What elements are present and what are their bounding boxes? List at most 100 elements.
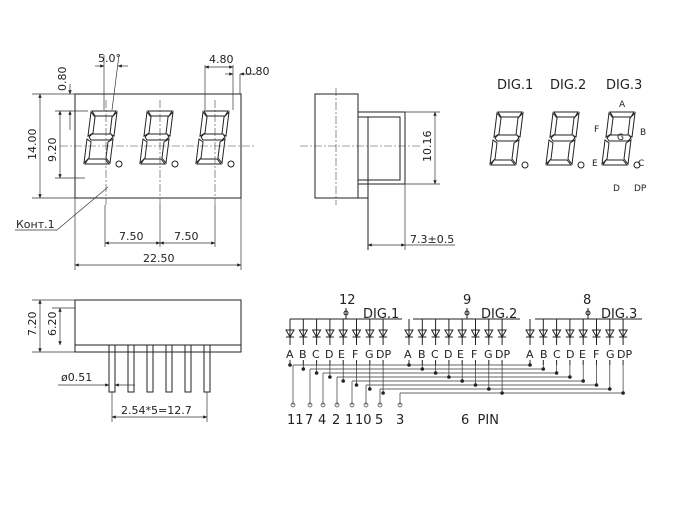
diode-symbol [525,329,535,339]
dim-pitch-1: 7.50 [119,230,144,243]
diode-symbol [470,329,481,339]
diode-symbol [298,329,309,339]
seg-label: DP [617,348,632,361]
seg-label: A [404,348,412,361]
pin-number: 11 [287,413,304,428]
diode-symbol [338,329,349,339]
pin-terminal [307,402,313,408]
bottom-dim-height-body: 6.20 [46,312,59,337]
segment-labels-dig-1: A B C D E F G DP [286,348,391,361]
legend-seg-b: B [640,128,646,138]
seg-label: DP [376,348,391,361]
junction-dot [594,383,599,387]
diode-symbol [565,329,575,339]
front-view: 5.0° 4.80 0.80 14.00 9.20 0.80 Конт.1 [15,52,270,270]
diode-symbol [591,329,602,339]
junction-dot [528,363,532,367]
seg-label: F [352,348,358,361]
circuit-group-label-1: DIG.1 [363,307,399,322]
bottom-dim-pin-diameter: ø0.51 [61,371,92,384]
seg-label: A [286,348,294,361]
bottom-dim-pin-pitch: 2.54*5=12.7 [121,404,192,417]
diode-symbol [618,329,628,339]
front-digit-2 [139,110,179,168]
diode-symbol [457,329,468,339]
front-digit-1 [83,110,123,168]
diode-symbol [444,329,454,339]
pin-number: 3 [396,413,404,428]
pin-number: 10 [355,413,372,428]
segment-labels-dig-2: A B C D E F G DP [404,348,510,361]
diode-symbol [404,329,414,339]
circuit-group-label-2: DIG.2 [481,307,517,322]
diode-symbol [364,329,375,339]
junction-dot [487,387,491,391]
bottom-view: 7.20 6.20 ø0.51 2.54*5=12.7 [26,299,242,422]
seg-label: C [431,348,439,361]
junction-dot [288,363,292,367]
junction-dot [433,371,438,375]
junction-dot [381,391,385,395]
bottom-dim-height-total: 7.20 [26,312,39,337]
junction-dot [621,391,625,395]
legend-seg-dp: DP [634,184,647,194]
seg-label: D [444,348,452,361]
seg-label: B [299,348,307,361]
pin-number: 2 [332,413,340,428]
pin-terminal [377,402,383,408]
legend-seg-a: A [619,100,626,110]
junction-dot [368,387,372,391]
dim-top-width: 4.80 [209,53,234,66]
diode-symbol [417,329,428,339]
pin-terminal [334,402,340,408]
junction-dot [460,379,465,383]
seg-label: F [593,348,599,361]
seg-label: G [484,348,493,361]
seg-label: E [579,348,586,361]
seg-label: E [338,348,345,361]
dim-digit-height: 9.20 [46,138,59,163]
junction-dot [608,387,612,391]
pin-terminal [363,402,369,408]
seg-label: D [325,348,333,361]
segment-labels-dig-3: A B C D E F G DP [526,348,632,361]
contact-1-label: Конт.1 [16,218,55,231]
diode-symbol [430,329,441,339]
side-dim-depth: 7.3±0.5 [410,233,454,246]
legend-digit-2 [545,111,585,169]
junction-dot [500,391,504,395]
side-view: 10.16 7.3±0.5 [300,88,455,250]
pin-number: 5 [375,413,383,428]
junction-dot [568,375,572,379]
dim-left-small: 0.80 [56,67,69,92]
legend-digit-1 [489,111,529,169]
junction-dot [301,367,306,371]
seg-label: B [540,348,548,361]
dim-width: 22.50 [143,252,175,265]
legend-seg-g: G [617,133,624,143]
junction-dot [314,371,319,375]
dim-top-gap: 0.80 [245,65,270,78]
junction-dot [447,375,451,379]
junction-dot [407,363,411,367]
seg-label: A [526,348,534,361]
seg-label: G [606,348,615,361]
circuit-diagram: 12 DIG.1 9 DIG.2 8 DIG.3 A B C D E F G D… [285,293,642,428]
legend-dig-3: DIG.3 [606,78,642,93]
circuit-common-pin-2: 9 [463,293,471,308]
pin-terminal [290,402,296,408]
pin-number: 4 [318,413,326,428]
junction-dot [354,383,359,387]
diode-symbol [604,329,615,339]
segment-buses [288,360,625,408]
pin-number: 7 [305,413,313,428]
seg-label: D [566,348,574,361]
junction-dot [473,383,478,387]
diode-symbol [351,329,362,339]
pin-count-label: 6 PIN [461,413,499,428]
circuit-group-label-3: DIG.3 [601,307,637,322]
legend-seg-f: F [594,125,599,135]
junction-dot [541,367,546,371]
diode-symbol [285,329,295,339]
